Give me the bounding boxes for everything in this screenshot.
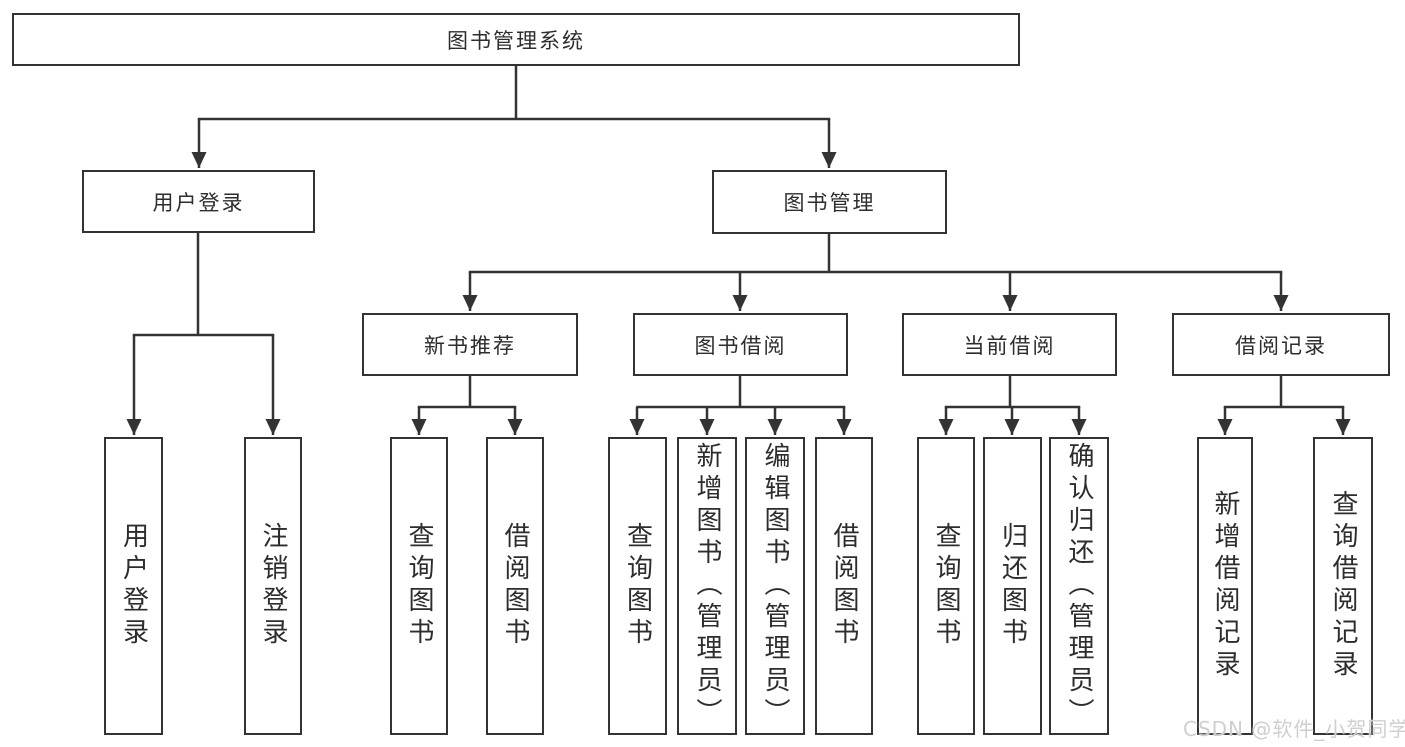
node-book-management: 图书管理 (712, 170, 947, 234)
leaf-records-add-record: 新增借阅记录 (1197, 437, 1253, 735)
leaf-records-query-record: 查询借阅记录 (1313, 437, 1373, 735)
leaf-borrowing-add-books-admin: 新增图书（管理员） (677, 437, 737, 735)
leaf-recommend-query-books: 查询图书 (390, 437, 448, 735)
leaf-logout: 注销登录 (244, 437, 302, 735)
leaf-user-login: 用户登录 (104, 437, 163, 735)
leaf-current-query-books: 查询图书 (917, 437, 975, 735)
leaf-borrowing-borrow-books: 借阅图书 (815, 437, 873, 735)
node-new-book-recommend: 新书推荐 (362, 313, 578, 376)
leaf-borrowing-query-books: 查询图书 (608, 437, 667, 735)
csdn-watermark: CSDN @软件_小贺同学 (1183, 717, 1405, 741)
node-current-borrowing: 当前借阅 (902, 313, 1117, 376)
node-book-borrowing: 图书借阅 (633, 313, 848, 376)
node-user-login: 用户登录 (82, 170, 315, 233)
node-library-system: 图书管理系统 (12, 13, 1020, 66)
leaf-current-return-books: 归还图书 (983, 437, 1042, 735)
leaf-recommend-borrow-books: 借阅图书 (486, 437, 544, 735)
node-borrow-records: 借阅记录 (1172, 313, 1390, 376)
leaf-current-confirm-return-admin: 确认归还（管理员） (1049, 437, 1109, 735)
leaf-borrowing-edit-books-admin: 编辑图书（管理员） (745, 437, 805, 735)
